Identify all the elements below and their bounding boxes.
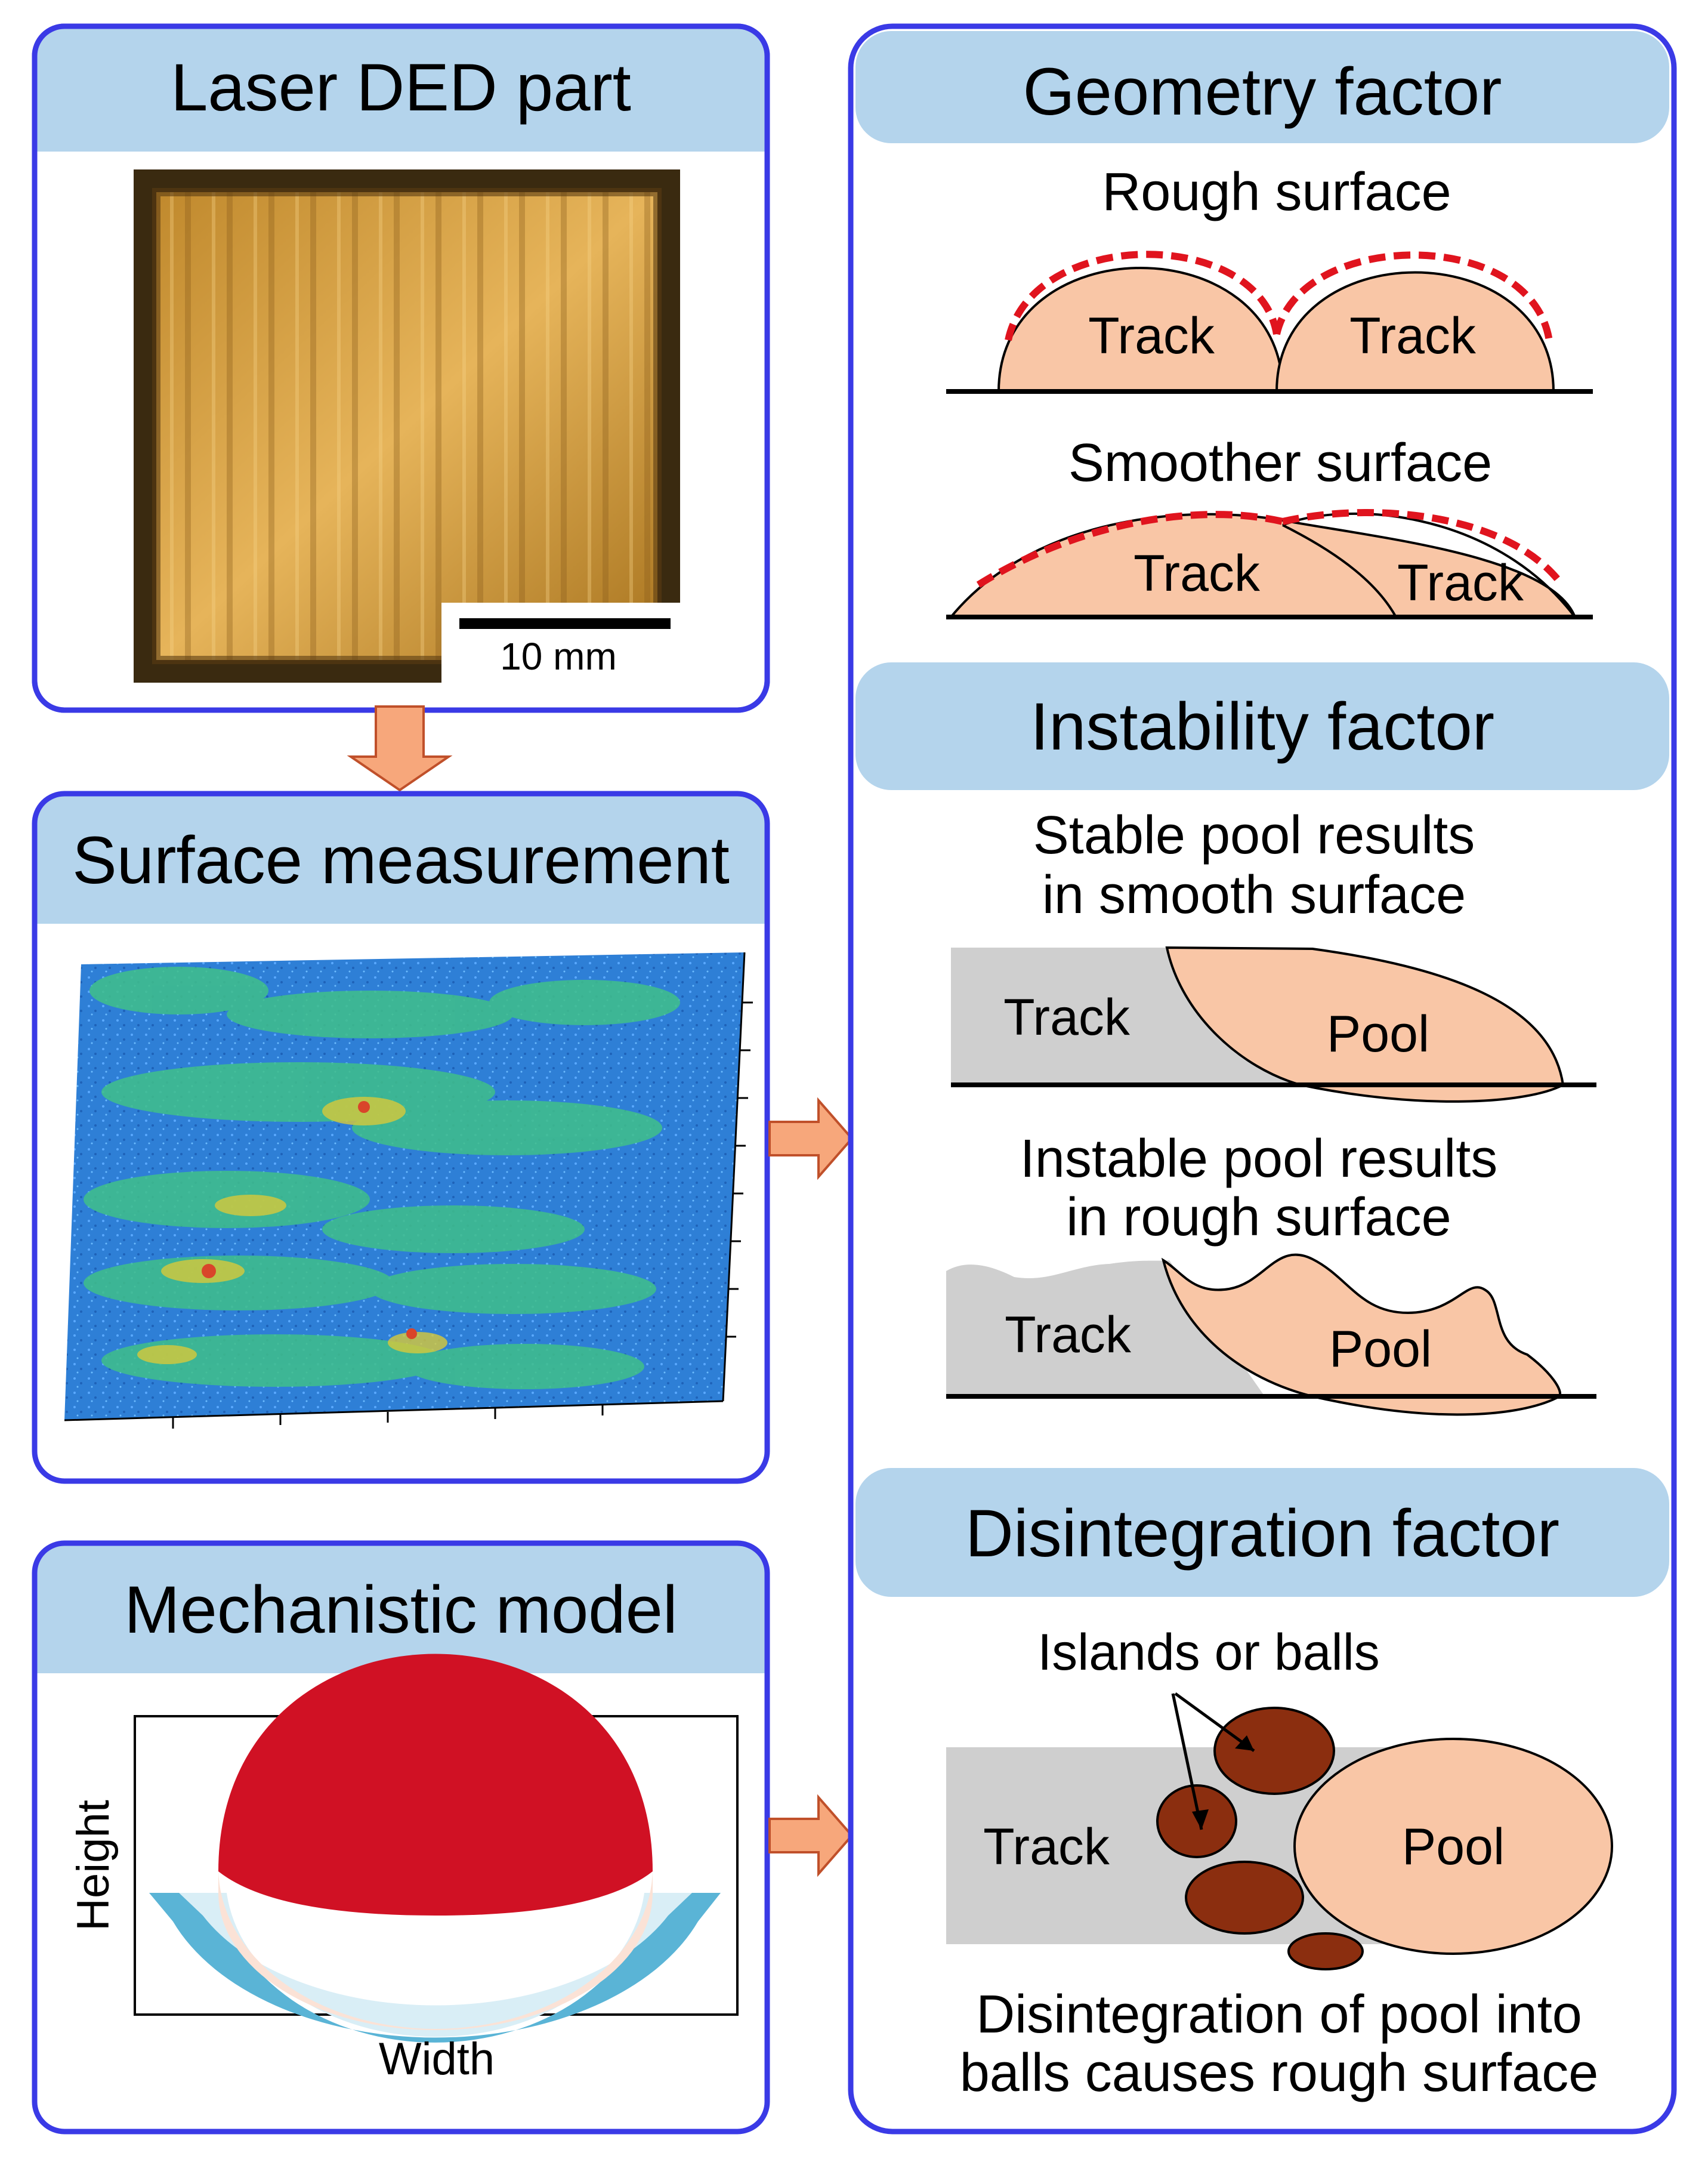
smoother-surface-caption: Smoother surface bbox=[1068, 433, 1492, 493]
scale-bar-label: 10 mm bbox=[500, 635, 617, 678]
disintegration-diagram: Track Pool bbox=[946, 1692, 1613, 1970]
stable-pool-label: Pool bbox=[1327, 1006, 1429, 1063]
laser-ded-panel: Laser DED part 10 mm bbox=[32, 23, 770, 713]
mechanistic-model-panel: Mechanistic model Height Width bbox=[32, 1540, 770, 2135]
smooth-track-label-1: Track bbox=[1133, 545, 1261, 602]
rough-track-label-2: Track bbox=[1349, 307, 1477, 365]
stable-track-label: Track bbox=[1003, 989, 1131, 1046]
instable-caption-line-2: in rough surface bbox=[1066, 1188, 1451, 1247]
islands-or-balls-caption: Islands or balls bbox=[1037, 1624, 1380, 1681]
ball-3 bbox=[1185, 1861, 1304, 1935]
model-height-label: Height bbox=[68, 1800, 119, 1931]
rough-tracks-diagram: Track Track bbox=[946, 251, 1593, 394]
geometry-header bbox=[855, 31, 1669, 143]
instable-pool-diagram: Track Pool bbox=[946, 1253, 1596, 1416]
instable-track-label: Track bbox=[1005, 1306, 1132, 1364]
instability-title: Instability factor bbox=[1030, 689, 1494, 764]
rough-surface-caption: Rough surface bbox=[1102, 162, 1451, 222]
disintegration-pool-label: Pool bbox=[1402, 1818, 1505, 1876]
surface-measurement-panel: Surface measurement bbox=[32, 791, 770, 1484]
instability-header bbox=[855, 662, 1669, 790]
disintegration-caption-line-1: Disintegration of pool into bbox=[976, 1985, 1582, 2044]
mechanistic-model-title: Mechanistic model bbox=[124, 1572, 678, 1647]
disintegrated-pool bbox=[1293, 1738, 1613, 1955]
stable-caption-line-1: Stable pool results bbox=[1033, 806, 1475, 865]
ball-1 bbox=[1213, 1707, 1335, 1795]
disintegration-track-label: Track bbox=[983, 1818, 1110, 1876]
arrow-right-icon bbox=[768, 1794, 854, 1877]
stable-caption-line-2: in smooth surface bbox=[1042, 865, 1466, 925]
ball-2 bbox=[1156, 1784, 1237, 1858]
disintegration-caption-line-2: balls causes rough surface bbox=[960, 2043, 1599, 2103]
smooth-track-label-2: Track bbox=[1397, 554, 1524, 612]
arrow-right-icon bbox=[768, 1097, 854, 1180]
disintegration-header bbox=[855, 1468, 1669, 1597]
rough-track-label-1: Track bbox=[1088, 307, 1215, 365]
instable-pool-label: Pool bbox=[1329, 1321, 1432, 1378]
arrow-down-icon bbox=[347, 705, 453, 792]
smooth-tracks-diagram: Track Track bbox=[946, 509, 1593, 619]
instable-caption-line-1: Instable pool results bbox=[1020, 1129, 1497, 1189]
model-outer-layer bbox=[149, 1893, 721, 2043]
stable-pool-diagram: Track Pool bbox=[951, 946, 1596, 1103]
surface-measurement-title: Surface measurement bbox=[72, 823, 730, 897]
model-melt-pool-dome bbox=[218, 1654, 653, 1916]
laser-ded-title: Laser DED part bbox=[171, 50, 631, 125]
disintegration-title: Disintegration factor bbox=[965, 1496, 1559, 1571]
scale-bar bbox=[459, 618, 671, 629]
surface-height-map bbox=[64, 952, 753, 1429]
model-width-label: Width bbox=[379, 2034, 495, 2084]
laser-ded-part-image bbox=[134, 169, 680, 683]
geometry-title: Geometry factor bbox=[1023, 54, 1502, 129]
ball-4 bbox=[1287, 1932, 1364, 1970]
